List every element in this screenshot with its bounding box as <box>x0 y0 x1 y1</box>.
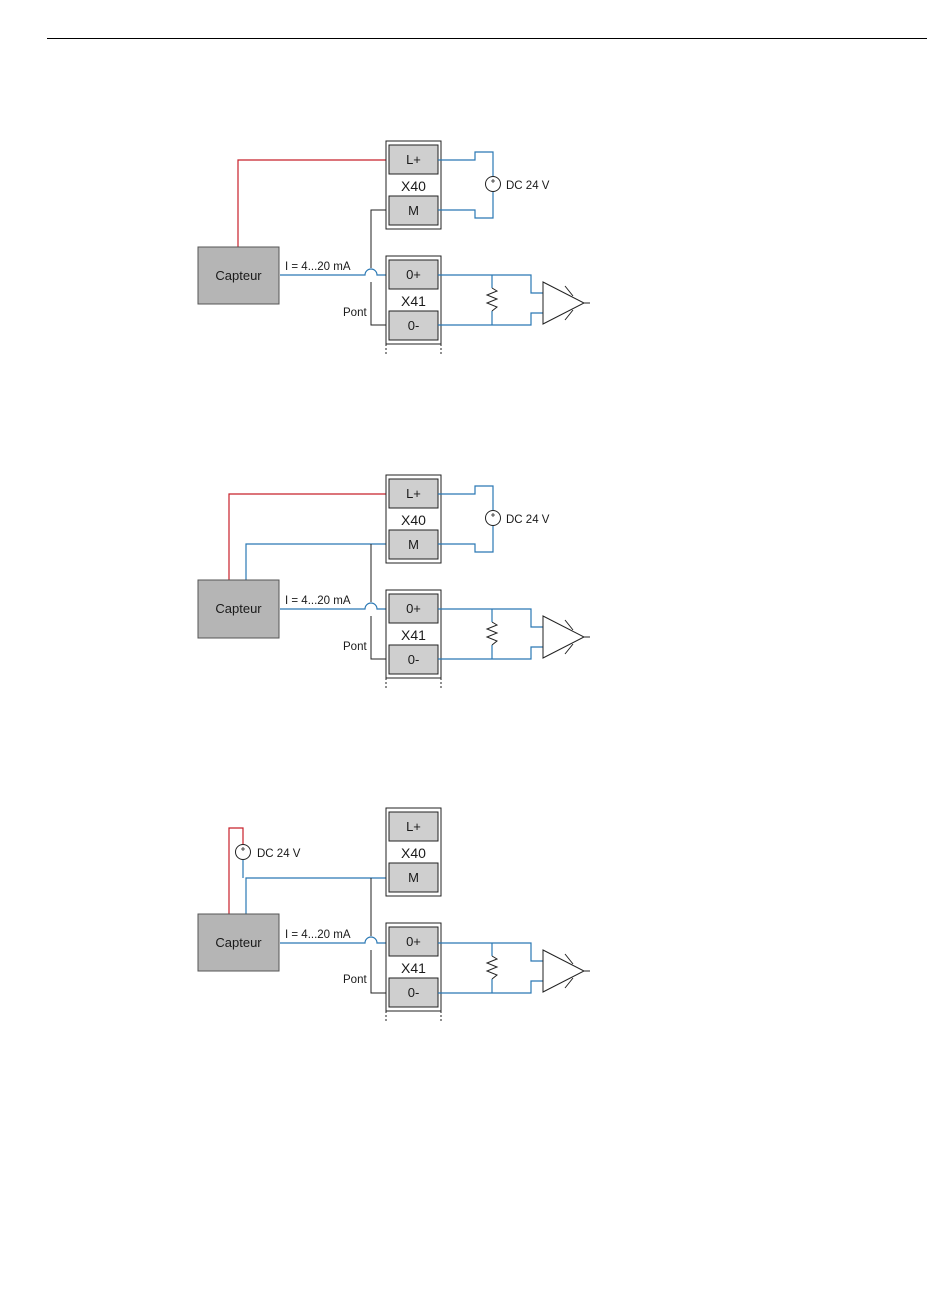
current-label: I = 4...20 mA <box>285 929 351 941</box>
sensor-label: Capteur <box>215 935 262 950</box>
sensor-supply-wire <box>229 828 243 914</box>
x40-name: X40 <box>401 512 426 528</box>
x41-name: X41 <box>401 293 426 309</box>
sensor-label: Capteur <box>215 601 262 616</box>
input-wires <box>438 275 543 325</box>
bridge-wire <box>371 210 388 325</box>
x41-terminal-0minus-label: 0- <box>408 652 420 667</box>
x40-terminal-lplus-label: L+ <box>406 486 421 501</box>
supply-wires <box>438 152 493 218</box>
x41-terminal-0minus-label: 0- <box>408 985 420 1000</box>
input-wires <box>438 943 543 993</box>
amplifier-icon <box>543 616 584 658</box>
x40-name: X40 <box>401 845 426 861</box>
sensor-supply-wire <box>229 494 388 580</box>
x41-terminal-0plus-label: 0+ <box>406 267 421 282</box>
dc-source-icon <box>486 511 501 526</box>
dc-source-icon <box>486 177 501 192</box>
bridge-wire <box>371 878 388 993</box>
x40-terminal-m-label: M <box>408 537 419 552</box>
resistor-icon <box>487 622 497 645</box>
current-label: I = 4...20 mA <box>285 261 351 273</box>
x40-terminal-m-label: M <box>408 870 419 885</box>
x41-name: X41 <box>401 627 426 643</box>
supply-label: DC 24 V <box>257 848 301 860</box>
bridge-wire <box>371 544 388 659</box>
amplifier-icon <box>543 950 584 992</box>
resistor-icon <box>487 288 497 311</box>
x40-terminal-lplus-label: L+ <box>406 152 421 167</box>
current-label: I = 4...20 mA <box>285 595 351 607</box>
amplifier-icon <box>543 282 584 324</box>
diagram-2: Capteur I = 4...20 mA Pont L+ X40 M 0+ X… <box>198 475 590 688</box>
supply-label: DC 24 V <box>506 514 550 526</box>
connector-dashed-edges <box>386 1011 441 1021</box>
x41-terminal-0plus-label: 0+ <box>406 601 421 616</box>
sensor-ground-wire <box>243 860 388 914</box>
connector-dashed-edges <box>386 678 441 688</box>
x40-name: X40 <box>401 178 426 194</box>
sensor-supply-wire <box>238 160 388 247</box>
resistor-icon <box>487 956 497 979</box>
bridge-label: Pont <box>343 641 367 653</box>
x41-name: X41 <box>401 960 426 976</box>
x41-terminal-0minus-label: 0- <box>408 318 420 333</box>
supply-wires <box>438 486 493 552</box>
bridge-label: Pont <box>343 307 367 319</box>
diagram-1: Capteur I = 4...20 mA Pont L+ X40 M 0+ X… <box>198 141 590 354</box>
x41-terminal-0plus-label: 0+ <box>406 934 421 949</box>
x40-terminal-lplus-label: L+ <box>406 819 421 834</box>
sensor-ground-wire <box>246 544 388 580</box>
input-wires <box>438 609 543 659</box>
diagram-3: DC 24 V Capteur I = 4...20 mA Pont L+ X4… <box>198 808 590 1021</box>
bridge-label: Pont <box>343 974 367 986</box>
x40-terminal-m-label: M <box>408 203 419 218</box>
supply-label: DC 24 V <box>506 180 550 192</box>
dc-source-icon <box>236 845 251 860</box>
sensor-label: Capteur <box>215 268 262 283</box>
connector-dashed-edges <box>386 344 441 354</box>
